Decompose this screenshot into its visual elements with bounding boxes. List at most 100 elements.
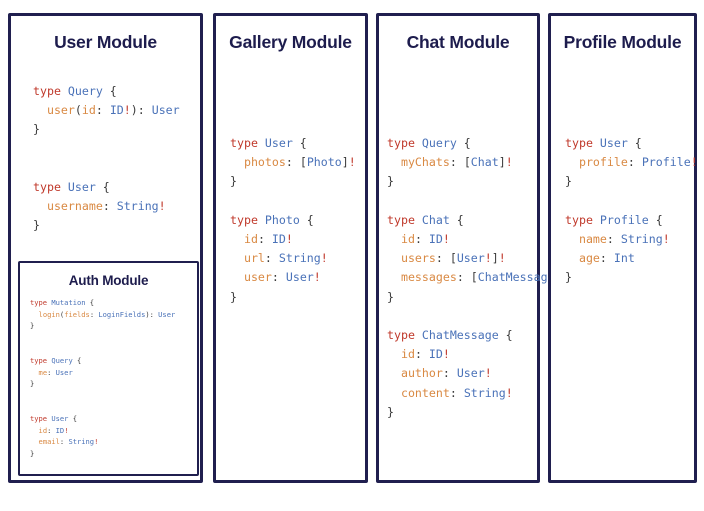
code-line: id: ID! [387,230,569,249]
code-token: ! [505,385,513,400]
code-token: User [67,180,96,195]
code-token: Chat [470,155,499,170]
code-token: : [102,199,117,214]
code-line: photos: [Photo]! [230,153,356,172]
code-token: User [456,251,485,266]
code-token: { [456,136,471,150]
code-token: type [30,298,52,307]
code-token: ID [55,425,65,435]
code-line: type ChatMessage { [387,326,569,345]
code-line [33,140,180,159]
code-token: : [47,425,56,435]
code-token: id [400,232,415,247]
code-line: } [33,120,180,139]
code-token: ! [320,251,328,266]
code-line: type Mutation { [30,297,175,309]
code-token: User [151,103,180,118]
code-token: ! [348,155,356,170]
schema-code-chat: type Query { myChats: [Chat]!} type Chat… [387,134,569,422]
code-token: type [33,180,68,195]
code-token: : [264,251,279,266]
code-token [30,368,39,377]
code-token: ! [484,366,492,381]
code-line: type User { [565,134,698,153]
code-token: : [449,155,464,170]
code-token [387,366,401,380]
code-token: Query [67,84,103,98]
code-token: User [55,367,73,377]
code-token: ! [662,232,670,247]
code-line: type User { [30,413,175,425]
code-token: Query [51,355,73,365]
code-token: users [400,251,436,266]
module-panel-gallery[interactable]: Gallery Module type User { photos: [Phot… [213,13,368,483]
code-line: type Query { [30,355,175,367]
code-line: } [387,172,569,191]
module-panel-chat[interactable]: Chat Module type Query { myChats: [Chat]… [376,13,569,483]
code-token: id [38,425,48,435]
code-token: ! [123,103,131,118]
code-line: } [565,172,698,191]
module-title-gallery: Gallery Module [229,32,352,52]
code-line: } [387,403,569,422]
code-token: { [449,212,464,227]
code-token: url [243,251,265,266]
code-token: Photo [306,155,342,170]
module-title-auth: Auth Module [68,273,149,288]
code-token: Profile [599,212,649,227]
code-token [565,232,579,246]
code-token: { [95,180,110,195]
code-token: ! [484,251,492,266]
code-token: : [95,103,110,118]
code-token [30,426,39,435]
code-token: content [400,385,450,400]
schema-code-auth: type Mutation { login(fields: LoginField… [30,297,175,459]
module-panel-user[interactable]: User Module type Query { user(id: ID!): … [8,13,203,483]
code-token: : [627,155,642,170]
code-token: [ [299,155,307,170]
code-token: me [38,367,48,377]
code-token: ! [313,270,321,285]
code-token: } [387,404,394,419]
code-line: } [230,288,356,307]
module-title-chat: Chat Module [406,32,510,52]
code-token: } [387,174,394,189]
code-line: messages: [ChatMessage]! [387,268,569,287]
code-token: User [456,366,485,381]
code-token [230,270,244,284]
code-token [30,310,39,319]
code-line: myChats: [Chat]! [387,153,569,172]
code-token: : [456,270,471,285]
code-token: User [51,413,69,423]
code-line: } [387,288,569,307]
code-token: Mutation [51,298,86,307]
code-line [387,307,569,326]
module-panel-profile[interactable]: Profile Module type User { profile: Prof… [548,13,698,483]
code-token: { [102,84,117,98]
code-token: Photo [264,212,300,227]
code-token: String [463,385,506,400]
code-token [387,155,401,169]
code-line: type Photo { [230,211,356,230]
code-token: : [606,232,621,247]
code-line [33,159,180,178]
code-token: User [264,136,293,150]
code-token: login [38,309,60,319]
code-token: } [230,174,237,189]
code-token: fields [64,309,90,319]
code-token: ! [158,199,166,214]
code-token [565,155,579,169]
module-card-auth[interactable]: Auth Module type Mutation { login(fields… [18,261,199,476]
code-token: } [30,321,35,331]
code-token: ID [428,232,443,247]
code-token: ] [341,155,349,170]
code-token [387,251,401,265]
module-title-profile: Profile Module [563,32,682,52]
code-token: User [285,270,314,285]
code-token: { [85,298,95,307]
code-line: } [565,268,698,287]
code-token: ! [498,251,506,266]
code-line: author: User! [387,364,569,383]
code-line: } [30,320,175,332]
code-token [230,251,244,265]
